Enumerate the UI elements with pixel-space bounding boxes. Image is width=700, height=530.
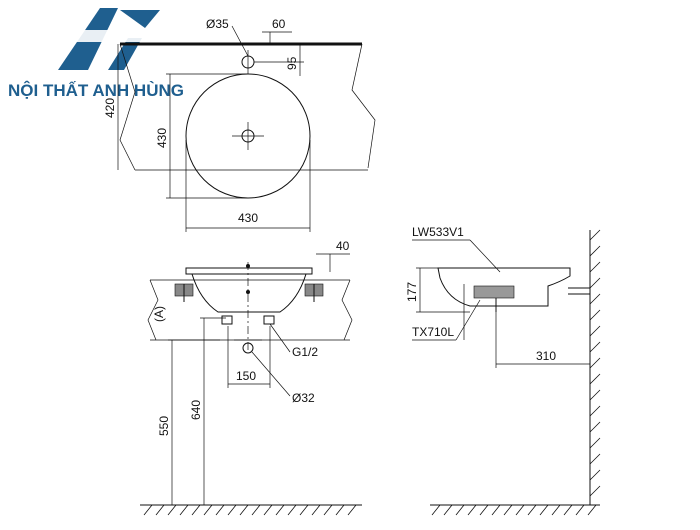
- fitting-right: [263, 315, 275, 325]
- clip-right: [304, 283, 324, 302]
- logo-accent: [120, 10, 160, 28]
- wall-hatch: [589, 229, 601, 497]
- top-view: Ø35 60 95 420 430 430: [103, 17, 376, 232]
- label-a: (A): [152, 306, 166, 322]
- basin-bowl: [191, 273, 307, 313]
- lw533v1-label: LW533V1: [412, 225, 464, 239]
- dia32-label: Ø32: [292, 391, 315, 405]
- dim420-label: 420: [103, 98, 117, 118]
- dim310-label: 310: [536, 349, 556, 363]
- dim430v-label: 430: [155, 128, 169, 148]
- front-break-right: [341, 279, 353, 341]
- drain-pipe: [242, 342, 254, 354]
- faucet-mark: [246, 264, 250, 268]
- break-line-left: [119, 43, 136, 171]
- dia32-leader: [251, 351, 291, 397]
- dim550-label: 550: [157, 416, 171, 436]
- front-view: 40 (A) G1/2 150 Ø32 550 640: [140, 239, 362, 516]
- fitting-left: [221, 315, 233, 325]
- dia35-leader: [231, 25, 249, 57]
- side-view: LW533V1 TX710L 177 310: [405, 225, 601, 516]
- dim430h-label: 430: [238, 211, 258, 225]
- tx710l-body: [473, 285, 515, 299]
- floor-hatch-front: [143, 504, 357, 516]
- dim177-label: 177: [405, 282, 419, 302]
- logo-swoosh: [70, 30, 162, 42]
- basin-rim: [185, 267, 313, 275]
- front-break-left: [147, 279, 159, 341]
- dim150-label: 150: [236, 369, 256, 383]
- floor-hatch-side: [431, 504, 597, 516]
- dim40-label: 40: [336, 239, 350, 253]
- dia35-label: Ø35: [206, 17, 229, 31]
- dim60-label: 60: [272, 17, 286, 31]
- drain-mark: [246, 290, 250, 294]
- logo-shape-right: [108, 38, 142, 70]
- tx710l-leader: [455, 299, 481, 341]
- lw533v1-leader: [469, 239, 501, 273]
- dim640-label: 640: [189, 400, 203, 420]
- break-line-right: [351, 43, 376, 169]
- brand-logo: NỘI THẤT ANH HÙNG: [8, 8, 184, 100]
- dim95-label: 95: [285, 56, 299, 70]
- clip-left: [174, 283, 194, 302]
- tx710l-label: TX710L: [412, 325, 454, 339]
- g12-leader: [269, 323, 291, 353]
- g12-label: G1/2: [292, 345, 318, 359]
- basin-side-profile: [437, 267, 571, 307]
- brand-name: NỘI THẤT ANH HÙNG: [8, 81, 184, 100]
